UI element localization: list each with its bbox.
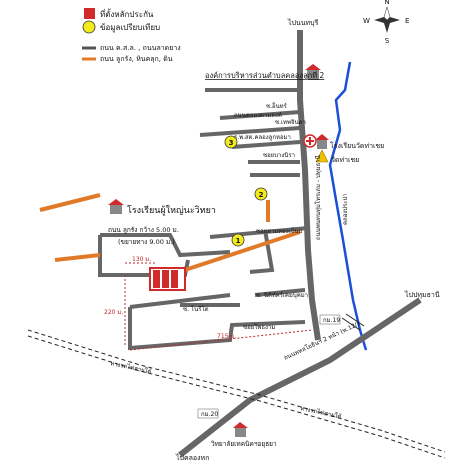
station-icon	[233, 422, 248, 437]
highway	[178, 297, 422, 458]
legend-circle	[82, 20, 96, 34]
label-rd-s1: ซอยสามทองเบ็นบ	[256, 226, 303, 235]
label-to-khlong: ไปคลองหก	[175, 453, 209, 462]
dirt-roads	[39, 193, 301, 272]
comparison-pin-1: 1	[231, 233, 245, 247]
compass-icon: N S E W	[363, 0, 409, 45]
legend-square	[84, 8, 95, 19]
label-wat: วัดท่าเชย	[331, 156, 359, 164]
label-km19: กม.19	[323, 317, 340, 324]
railway	[27, 329, 446, 459]
compass-n: N	[384, 0, 389, 6]
km19-box	[319, 314, 341, 325]
km20-box	[197, 408, 219, 419]
temple-icon	[315, 149, 329, 163]
label-lane-width: ถนน ลูกรัง กว้าง 5.00 ม.	[108, 226, 179, 234]
legend-paved: ถนน ค.ส.ล. , ถนนลาดยาง	[100, 44, 181, 52]
label-d3: 715 ม.	[217, 333, 236, 340]
legend-dirt: ถนน ลูกรัง, หินคลุก, ดิน	[100, 55, 173, 63]
label-rd-wat: ซอยบางนิรา	[263, 152, 295, 159]
label-hwy: ถนนพหลโยธินฯ 2 หน้า (พ.12/)	[282, 320, 360, 362]
compass-s: S	[385, 37, 390, 45]
bridge-icon	[341, 313, 365, 331]
label-km20: กม.20	[201, 411, 218, 418]
canal-line	[328, 61, 368, 351]
legend-comparison: ข้อมูลเปรียบเทียบ	[100, 23, 160, 33]
label-school-wat: โรงเรียนวัดท่าเชย	[330, 141, 384, 150]
label-lane7: ซอยโพธงาม	[243, 323, 275, 331]
label-station: วิทยาลัยเทคนิคฯอยุธยา	[211, 440, 277, 448]
hospital-icon	[303, 134, 317, 148]
label-rd-tapan: ซ.เทพจินดา	[275, 119, 306, 126]
org-building-icon	[305, 64, 321, 80]
compass-e: E	[405, 17, 409, 25]
comparison-pin-3: 3	[224, 135, 238, 149]
label-rd-kanjana: ซ.อ็นทร์	[266, 101, 288, 110]
label-main-rd: ถนนพนทนทุ่มโทรเล่ม - ปทุมธานี	[314, 155, 322, 240]
school-icon	[108, 199, 124, 214]
pin-1-label: 1	[236, 237, 241, 245]
label-lane5: ซ. นิติทัศร์เคมบุคมา	[256, 291, 308, 299]
legend: ที่ตั้งหลักประกัน ข้อมูลเปรียบเทียบ ถนน …	[82, 8, 181, 63]
label-rph: ร.พ.สต.คลองลูกหอมา	[234, 134, 291, 141]
label-to-pathum: ไปปทุมธานี	[404, 290, 440, 299]
label-canal: คลองประปา	[342, 193, 349, 225]
pin-2-label: 2	[259, 191, 264, 199]
compass-w: W	[363, 17, 370, 25]
comparison-pin-2: 2	[254, 187, 268, 201]
label-rail: ทางรถไฟสายใต้	[110, 359, 153, 376]
label-to-nonthaburi: ไปนนทบุรี	[287, 18, 319, 27]
label-rail2: ทางรถไฟสายใต้	[300, 404, 343, 421]
distance-lines	[124, 262, 313, 351]
legend-collateral: ที่ตั้งหลักประกัน	[100, 8, 154, 19]
label-lane-width2: (ขยายทาง 9.00 ม.)	[118, 238, 175, 246]
label-org: องค์การบริหารส่วนตำบลคลองลูกที่ 2	[205, 70, 325, 80]
label-lane6: ซ. โนรีโต	[183, 305, 209, 313]
pin-3-label: 3	[229, 139, 234, 147]
collateral-building	[149, 267, 186, 291]
label-d2: 220 ม.	[104, 309, 123, 316]
label-rd-thuy: ถนนคลองตามองค์	[234, 111, 282, 119]
school-wat-icon	[315, 134, 329, 149]
label-main-school: โรงเรียนผู้ใหญ่นะวิทยา	[127, 205, 216, 216]
label-d1: 130 ม.	[132, 256, 151, 263]
